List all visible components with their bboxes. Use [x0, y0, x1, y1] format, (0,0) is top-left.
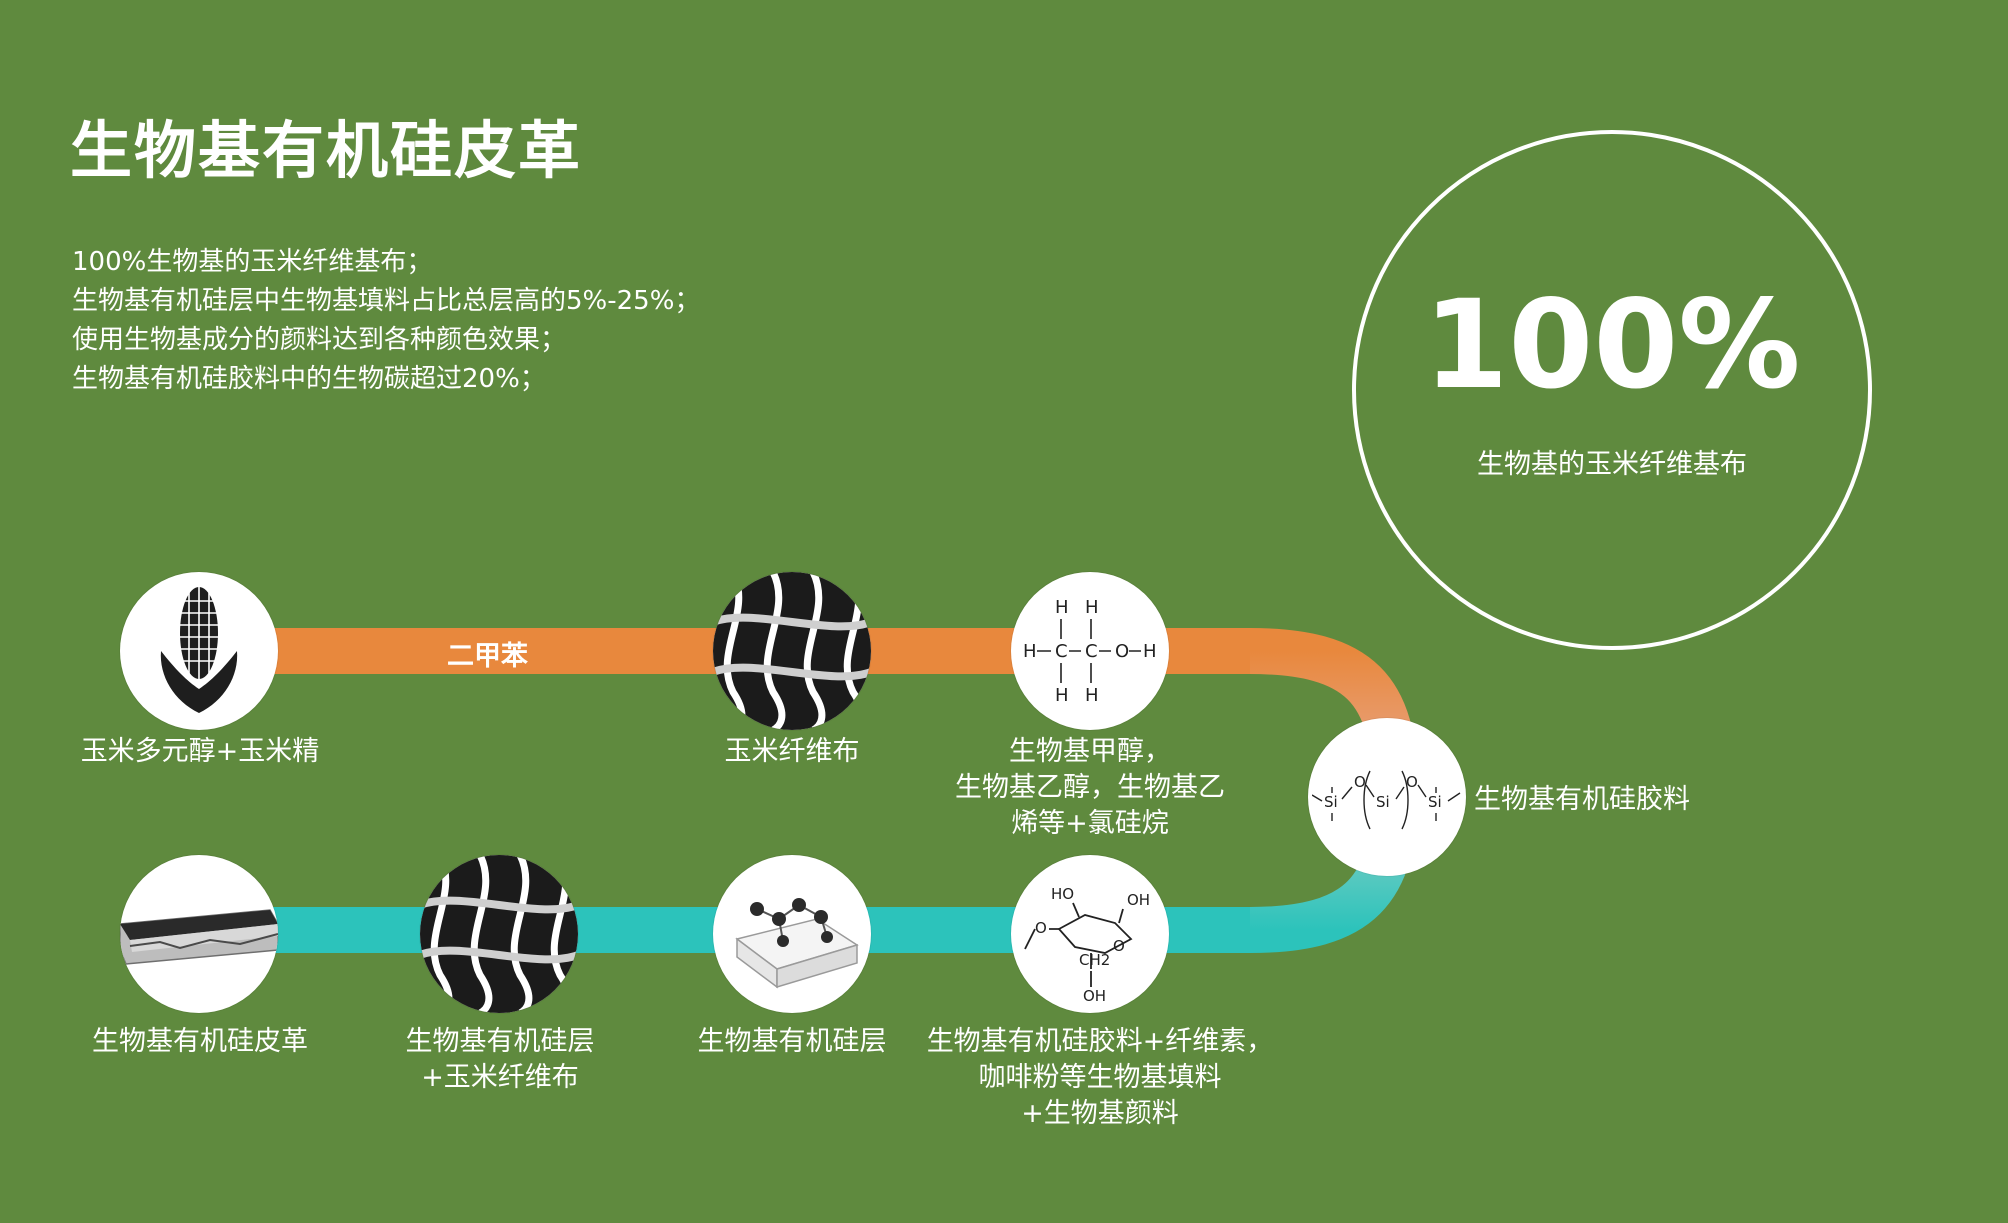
fiber-cloth-node [713, 572, 871, 730]
cellulose-node: HO OH O O CH2 OH [1011, 855, 1169, 1013]
highlight-label: 生物基的玉米纤维基布 [1477, 449, 1747, 480]
atom-label: CH2 [1079, 951, 1110, 969]
molecular-layer-icon [735, 898, 859, 989]
atom-label: HO [1051, 885, 1074, 903]
atom-label: O [1406, 773, 1418, 791]
node-label-leather: 生物基有机硅皮革 [92, 1026, 308, 1057]
page-title: 生物基有机硅皮革 [70, 114, 583, 187]
silicone-glue-node: Si O Si O Si [1308, 718, 1466, 876]
corn-icon [160, 587, 238, 713]
node-label-cellulose: 生物基有机硅胶料+纤维素， 咖啡粉等生物基填料 +生物基颜料 [926, 1026, 1274, 1129]
atom-label: H [1085, 597, 1099, 618]
woven-fabric-icon [420, 855, 578, 1013]
atom-label: O [1035, 919, 1047, 937]
atom-label: Si [1376, 793, 1390, 811]
atom-label: H [1055, 685, 1069, 706]
atom-label: C [1085, 641, 1098, 662]
highlight-value: 100% [1423, 274, 1801, 416]
atom-label: OH [1083, 987, 1106, 1005]
highlight-circle: 100% 生物基的玉米纤维基布 [1352, 130, 1872, 650]
methanol-structure-icon: H H H C C O H H H [1023, 597, 1157, 706]
atom-label: H [1143, 641, 1157, 662]
atom-label: Si [1428, 793, 1442, 811]
node-label-silicone-layer: 生物基有机硅层 [697, 1026, 887, 1057]
feature-item: 生物基有机硅胶料中的生物碳超过20%； [72, 364, 546, 394]
atom-label: O [1354, 773, 1366, 791]
methanol-node: H H H C C O H H H [1011, 572, 1169, 730]
layer-plus-fiber-node [420, 855, 578, 1013]
atom-label: H [1055, 597, 1069, 618]
corn-node [120, 572, 278, 730]
node-label-silicone-glue: 生物基有机硅胶料 [1474, 784, 1690, 815]
atom-label: H [1085, 685, 1099, 706]
silicone-layer-node [713, 855, 871, 1013]
node-label-corn: 玉米多元醇+玉米精 [80, 736, 320, 767]
leather-layers-icon [120, 909, 278, 965]
atom-label: H [1023, 641, 1037, 662]
feature-item: 使用生物基成分的颜料达到各种颜色效果； [72, 325, 567, 355]
feature-list: 100%生物基的玉米纤维基布； 生物基有机硅层中生物基填料占比总层高的5%-25… [72, 243, 700, 399]
node-label-methanol: 生物基甲醇， 生物基乙醇，生物基乙 烯等+氯硅烷 [955, 736, 1225, 839]
node-label-layer-plus-fiber: 生物基有机硅层 +玉米纤维布 [405, 1026, 595, 1093]
feature-item: 生物基有机硅层中生物基填料占比总层高的5%-25%； [72, 286, 701, 316]
leather-node [120, 855, 278, 1013]
pipe-label-xylene: 二甲苯 [447, 641, 528, 672]
atom-label: O [1115, 641, 1129, 662]
atom-label: C [1055, 641, 1068, 662]
node-label-fiber-cloth: 玉米纤维布 [724, 736, 860, 767]
atom-label: OH [1127, 891, 1150, 909]
glucose-ring-icon: HO OH O O CH2 OH [1024, 885, 1150, 1005]
woven-fabric-icon [713, 572, 871, 730]
feature-item: 100%生物基的玉米纤维基布； [72, 247, 433, 277]
atom-label: Si [1324, 793, 1338, 811]
siloxane-structure-icon: Si O Si O Si [1312, 770, 1461, 830]
